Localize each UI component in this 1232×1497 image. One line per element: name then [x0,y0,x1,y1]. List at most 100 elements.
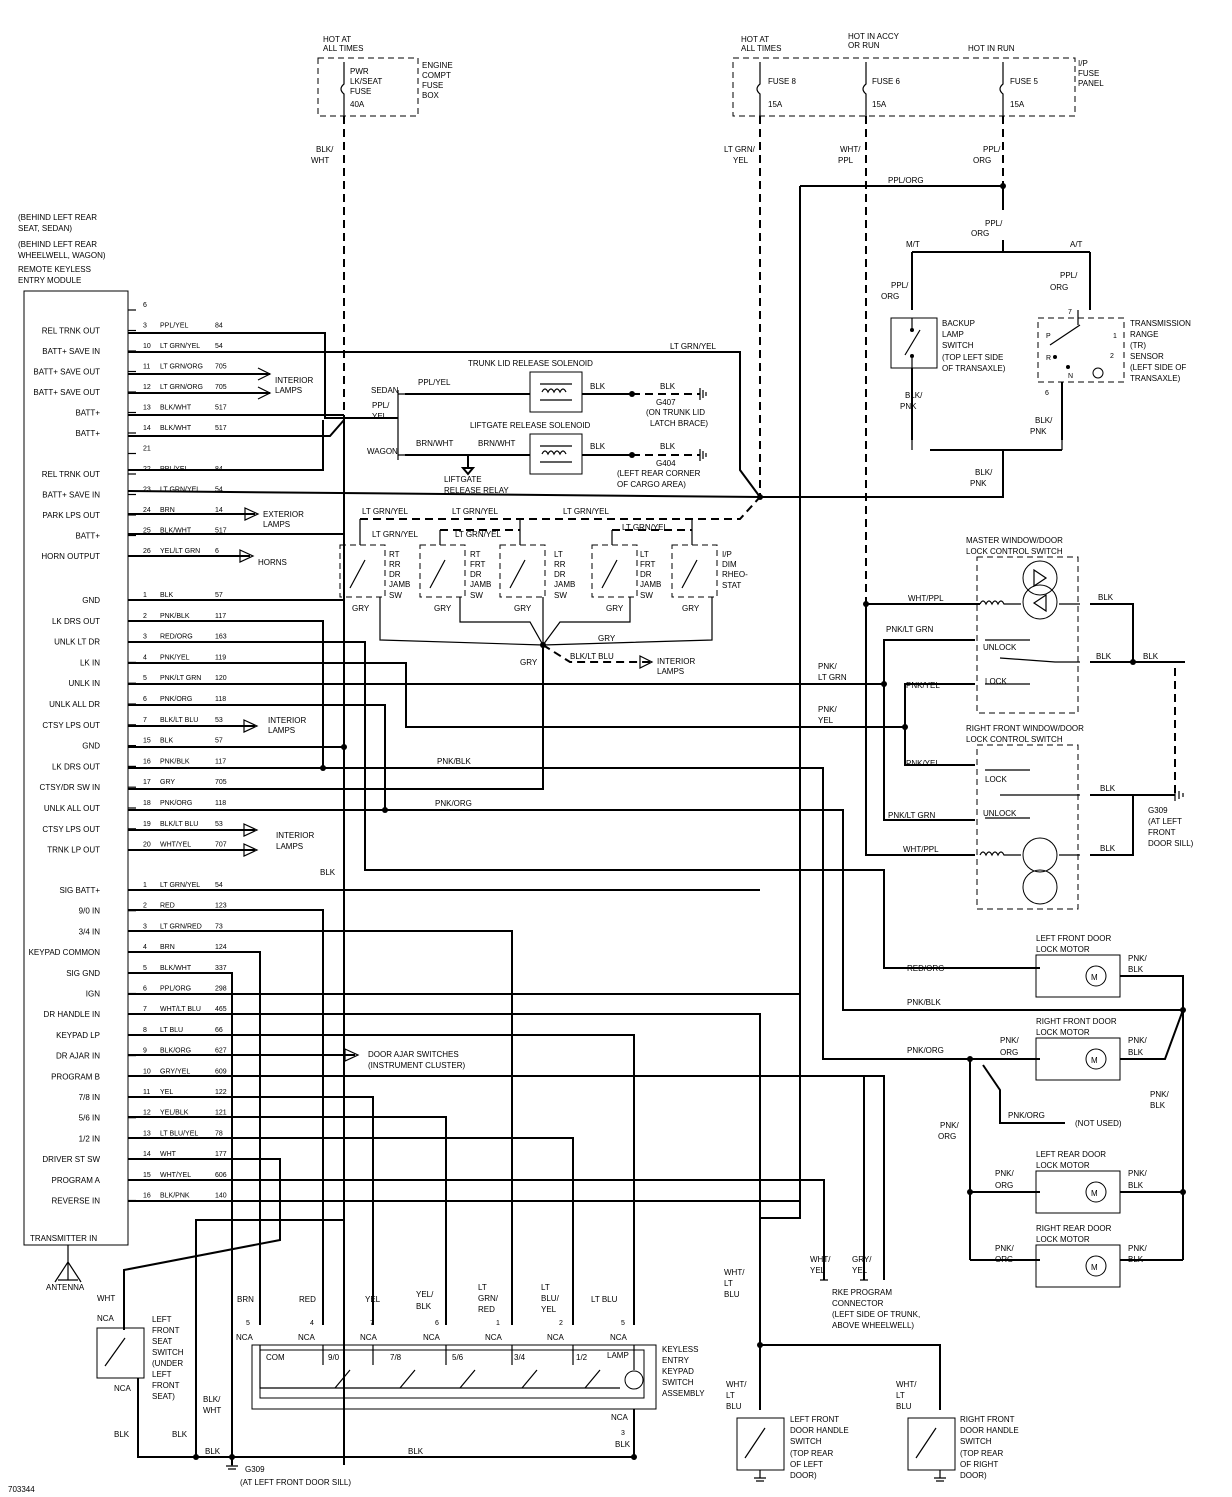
svg-text:PNK/ORG: PNK/ORG [435,799,472,808]
svg-text:NCA: NCA [298,1333,316,1342]
svg-text:COMPT: COMPT [422,71,451,80]
svg-text:ORG: ORG [995,1255,1013,1264]
svg-text:LT GRN: LT GRN [818,673,847,682]
svg-text:5: 5 [246,1320,250,1327]
svg-text:PPL: PPL [838,156,854,165]
svg-text:FRONT: FRONT [152,1326,180,1335]
svg-text:ORG: ORG [1000,1048,1018,1057]
circuit-number: 122 [215,1089,227,1096]
svg-text:LATCH BRACE): LATCH BRACE) [650,419,708,428]
svg-text:WHT: WHT [203,1406,221,1415]
svg-text:LIFTGATE: LIFTGATE [444,475,482,484]
circuit-number: 53 [215,717,223,724]
svg-text:(AT LEFT: (AT LEFT [1148,817,1182,826]
svg-text:FRT: FRT [470,560,486,569]
pin-function: DR HANDLE IN [44,1010,101,1019]
svg-text:LAMPS: LAMPS [263,520,290,529]
interior-exterior-outputs: INTERIOR LAMPS EXTERIOR LAMPS HORNS [128,367,345,567]
wire-color: YEL/LT GRN [160,548,200,555]
svg-text:PNK/: PNK/ [1150,1090,1169,1099]
circuit-number: 123 [215,903,227,910]
wire-color: GRY [160,779,175,786]
svg-text:RIGHT REAR DOOR: RIGHT REAR DOOR [1036,1224,1112,1233]
svg-text:I/P: I/P [1078,59,1088,68]
module-pin-row: 21 [128,446,151,455]
svg-text:LEFT: LEFT [152,1370,172,1379]
svg-text:PPL/ORG: PPL/ORG [888,176,924,185]
circuit-number: 54 [215,343,223,350]
wire-color: PNK/LT GRN [160,675,201,682]
svg-text:15A: 15A [1010,100,1025,109]
svg-text:BLK/: BLK/ [203,1395,221,1404]
svg-text:NCA: NCA [611,1413,629,1422]
svg-text:LT GRN/: LT GRN/ [724,145,756,154]
pin-number: 17 [143,779,151,786]
pin-function: REVERSE IN [52,1197,101,1206]
svg-text:PPL/: PPL/ [983,145,1001,154]
wire-color: YEL/BLK [160,1110,189,1117]
ip-fuse-panel: HOT AT ALL TIMES HOT IN ACCY OR RUN HOT … [724,32,1104,1218]
svg-text:RR: RR [389,560,401,569]
svg-text:BLK: BLK [1128,1255,1144,1264]
pin-number: 2 [143,903,147,910]
pin-function: KEYPAD LP [56,1031,100,1040]
svg-text:5: 5 [621,1320,625,1327]
pin-number: 23 [143,487,151,494]
connector-c-wiring: DOOR AJAR SWITCHES (INSTRUMENT CLUSTER) [123,889,941,1465]
svg-text:4: 4 [310,1320,314,1327]
svg-text:LT GRN/YEL: LT GRN/YEL [455,530,501,539]
svg-text:PNK/: PNK/ [940,1121,959,1130]
svg-text:BLK: BLK [1098,593,1114,602]
svg-text:LT GRN/YEL: LT GRN/YEL [362,507,408,516]
svg-text:7: 7 [1068,309,1072,316]
pin-number: 19 [143,821,151,828]
pin-number: 25 [143,528,151,535]
svg-text:7: 7 [370,1320,374,1327]
pin-number: 7 [143,1006,147,1013]
wire-color: LT GRN/ORG [160,384,203,391]
svg-text:BLU: BLU [896,1402,912,1411]
svg-text:BLK: BLK [1143,652,1159,661]
circuit-number: 84 [215,323,223,330]
svg-text:YEL: YEL [733,156,749,165]
svg-text:YEL: YEL [365,1295,381,1304]
svg-text:YEL: YEL [541,1305,557,1314]
circuit-number: 707 [215,842,227,849]
pin-function: 1/2 IN [79,1134,101,1143]
svg-text:SW: SW [470,591,483,600]
svg-text:PNK: PNK [970,479,987,488]
svg-text:703344: 703344 [8,1485,35,1494]
svg-text:NCA: NCA [485,1333,503,1342]
svg-text:WHT/: WHT/ [840,145,861,154]
pin-number: 21 [143,446,151,453]
svg-text:BLU/: BLU/ [541,1294,560,1303]
wire-color: RED/ORG [160,634,193,641]
svg-text:G404: G404 [656,459,676,468]
svg-text:PWR: PWR [350,67,369,76]
svg-text:TRANSAXLE): TRANSAXLE) [1130,374,1181,383]
svg-text:PNK/ORG: PNK/ORG [1008,1111,1045,1120]
svg-text:SEAT, SEDAN): SEAT, SEDAN) [18,224,72,233]
pin-function: GND [82,742,100,751]
svg-text:ALL TIMES: ALL TIMES [323,44,363,53]
svg-text:M/T: M/T [906,240,920,249]
svg-text:BLK: BLK [590,382,606,391]
svg-text:PNK/ORG: PNK/ORG [907,1046,944,1055]
svg-text:LT GRN/YEL: LT GRN/YEL [670,342,716,351]
svg-text:DR: DR [640,570,652,579]
svg-text:15A: 15A [768,100,783,109]
svg-text:ANTENNA: ANTENNA [46,1283,85,1292]
svg-text:I/P: I/P [722,550,732,559]
circuit-number: 517 [215,405,227,412]
svg-text:DOOR HANDLE: DOOR HANDLE [790,1426,849,1435]
svg-text:LOCK: LOCK [985,775,1007,784]
svg-text:LOCK: LOCK [985,677,1007,686]
circuit-number: 177 [215,1151,227,1158]
